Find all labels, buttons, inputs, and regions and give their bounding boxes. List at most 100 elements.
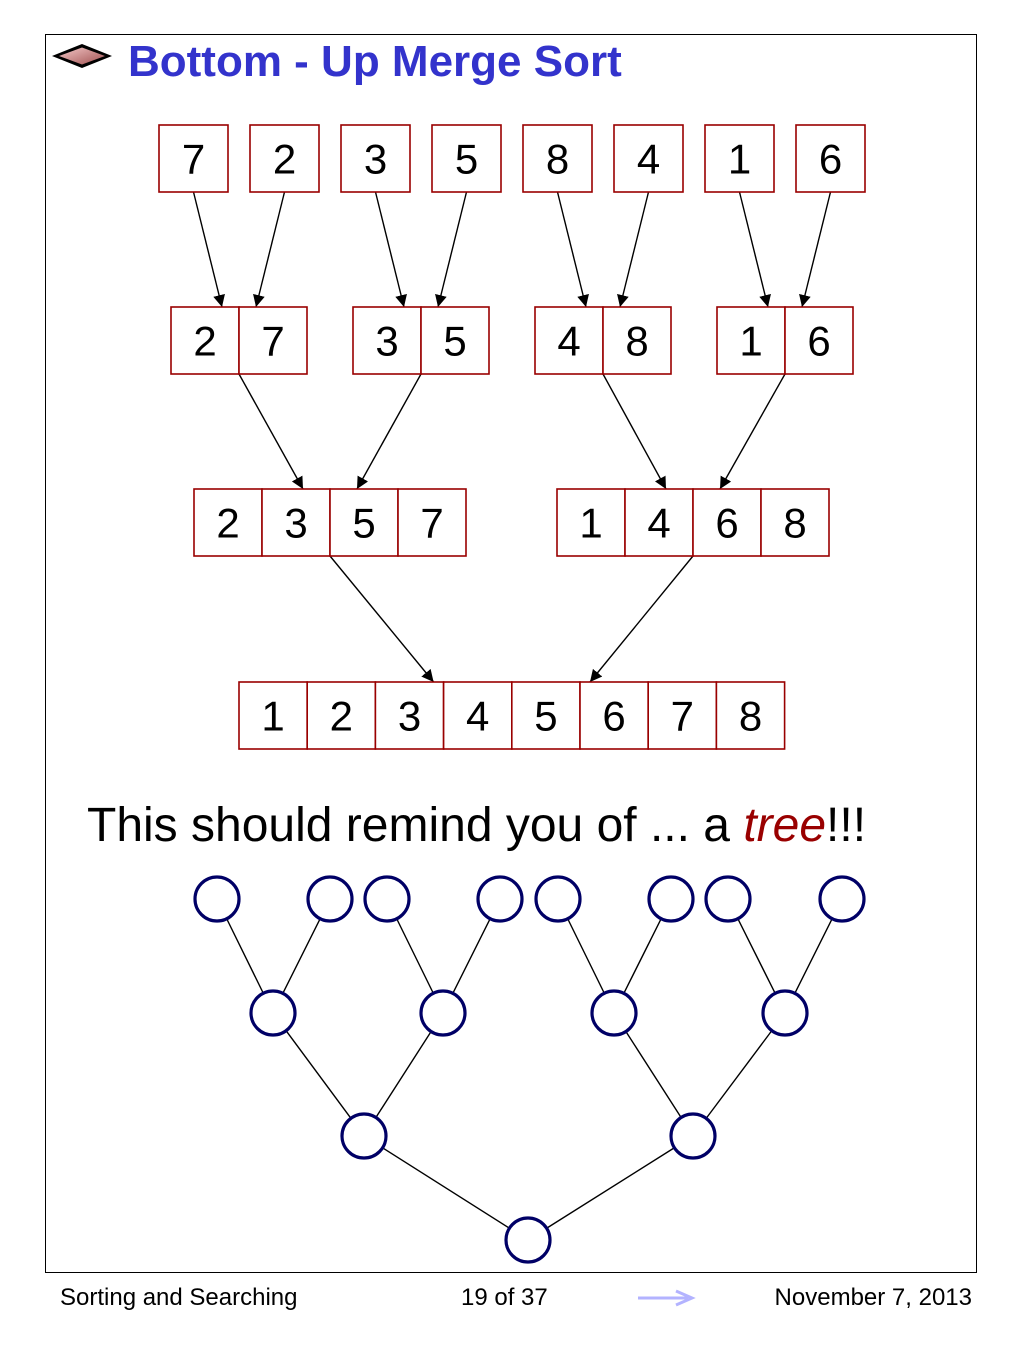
cell-value: 6 — [715, 500, 738, 547]
cell-value: 2 — [330, 693, 353, 740]
cell-value: 1 — [261, 693, 284, 740]
cell-value: 4 — [647, 500, 670, 547]
tree-edge — [794, 918, 833, 994]
diamond-bullet-icon — [52, 44, 112, 68]
cell-value: 5 — [455, 136, 478, 183]
right-arrow-icon[interactable] — [636, 1288, 696, 1308]
merge-arrow — [556, 191, 589, 308]
tree-node — [419, 989, 467, 1037]
merge-arrow — [192, 191, 225, 308]
array-cell — [431, 124, 502, 193]
tree-node — [647, 875, 695, 923]
cell-value: 3 — [364, 136, 387, 183]
array-cell — [374, 681, 445, 750]
cell-value: 3 — [398, 693, 421, 740]
merge-group: 7 — [158, 124, 229, 193]
cell-value: 7 — [261, 318, 284, 365]
tree-edge — [382, 1147, 510, 1229]
array-cell — [613, 124, 684, 193]
cell-value: 6 — [807, 318, 830, 365]
array-cell — [579, 681, 649, 750]
tree-node — [504, 1216, 552, 1264]
array-cell — [784, 306, 854, 375]
cell-value: 4 — [637, 136, 660, 183]
merge-arrow — [589, 555, 694, 683]
tree-node — [590, 989, 638, 1037]
merge-arrow — [238, 373, 304, 490]
tree-node — [534, 875, 582, 923]
array-cell — [704, 124, 775, 193]
array-cell — [158, 124, 229, 193]
footer-date: November 7, 2013 — [774, 1284, 972, 1311]
cell-value: 5 — [534, 693, 557, 740]
array-cell — [306, 681, 377, 750]
array-cell — [193, 488, 263, 557]
array-cell — [556, 488, 626, 557]
caption-text: This should remind you of ... a — [87, 799, 744, 852]
cell-value: 4 — [557, 318, 580, 365]
array-cell — [329, 488, 399, 557]
cell-value: 8 — [546, 136, 569, 183]
merge-group: 8 — [522, 124, 593, 193]
tree-node — [363, 875, 411, 923]
tree-node — [818, 875, 866, 923]
merge-group: 2 — [249, 124, 320, 193]
cell-value: 3 — [284, 500, 307, 547]
cell-value: 8 — [625, 318, 648, 365]
tree-edge — [705, 1030, 773, 1119]
tree-edge — [396, 918, 434, 994]
array-cell — [420, 306, 490, 375]
cell-value: 8 — [783, 500, 806, 547]
tree-edge — [285, 1030, 352, 1119]
tree-edge — [375, 1031, 432, 1118]
tree-node — [476, 875, 524, 923]
cell-value: 1 — [579, 500, 602, 547]
cell-value: 6 — [819, 136, 842, 183]
merge-arrow — [374, 191, 407, 308]
merge-arrow — [719, 373, 786, 490]
footer-page-number: 19 of 37 — [461, 1284, 548, 1311]
tree-node — [249, 989, 297, 1037]
tree-caption: This should remind you of ... a tree!!! — [87, 798, 866, 853]
caption-emphasis: tree — [743, 799, 827, 852]
cell-value: 2 — [193, 318, 216, 365]
tree-edge — [226, 918, 264, 994]
tree-edge — [282, 918, 321, 994]
merge-group: 3 — [340, 124, 411, 193]
array-cell — [249, 124, 320, 193]
array-cell — [261, 488, 331, 557]
array-cell — [238, 306, 308, 375]
caption-exclamation: !!! — [826, 799, 867, 852]
array-cell — [760, 488, 830, 557]
tree-node — [669, 1112, 717, 1160]
merge-arrow — [253, 191, 286, 308]
tree-node — [761, 989, 809, 1037]
slide-title: Bottom - Up Merge Sort — [128, 37, 622, 86]
cell-value: 8 — [739, 693, 762, 740]
array-cell — [522, 124, 593, 193]
cell-value: 1 — [728, 136, 751, 183]
merge-arrow — [799, 191, 832, 308]
cell-value: 2 — [273, 136, 296, 183]
array-cell — [352, 306, 422, 375]
merge-arrow — [602, 373, 667, 490]
array-cell — [715, 681, 786, 750]
tree-node — [193, 875, 241, 923]
merge-group: 4 — [613, 124, 684, 193]
tree-edge — [737, 918, 776, 994]
cell-value: 7 — [182, 136, 205, 183]
array-cell — [510, 681, 581, 750]
tree-node — [340, 1112, 388, 1160]
array-cell — [442, 681, 513, 750]
slide-frame — [45, 34, 977, 1273]
cell-value: 7 — [671, 693, 694, 740]
cell-value: 5 — [352, 500, 375, 547]
cell-value: 2 — [216, 500, 239, 547]
merge-arrow — [435, 191, 468, 308]
